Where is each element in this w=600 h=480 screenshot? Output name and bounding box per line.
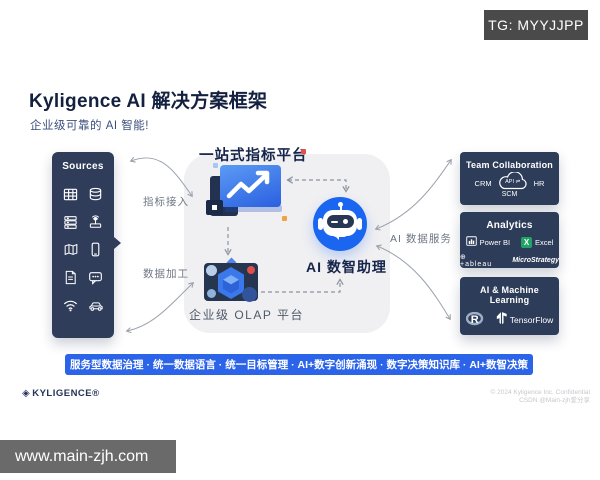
page-title: Kyligence AI 解决方案框架 [29,91,268,112]
team-collaboration-title: Team Collaboration [466,160,553,170]
tableau-logo: ⊕ +ableau [460,254,493,268]
kyligence-logo: ◈ KYLIGENCE® [22,388,100,399]
value-banner: 服务型数据治理 · 统一数据语言 · 统一目标管理 · AI+数字创新涌现 · … [65,354,533,375]
ai-assistant-robot-icon [313,197,367,251]
powerbi-label: Power BI [479,238,511,247]
excel-icon-letter: X [523,238,530,247]
ai-assistant-label: AI 数智助理 [306,259,387,275]
olap-platform-label: 企业级 OLAP 平台 [189,308,304,322]
line-chart-icon [220,165,281,207]
robot-antenna [338,202,343,207]
scm-label: SCM [501,191,518,198]
copyright-text: © 2024 Kyligence Inc. Confidential [490,389,590,396]
metrics-platform-label: 一站式指标平台 [199,148,308,164]
arrow-sources-to-metrics [129,156,193,198]
value-banner-text: 服务型数据治理 · 统一数据语言 · 统一目标管理 · AI+数字创新涌现 · … [70,359,528,371]
sources-icon-grid [52,174,114,326]
excel-label: Excel [535,238,554,247]
document-icon [63,270,78,285]
car-icon [88,298,104,313]
olap-dot-lightblue [206,265,217,276]
deco-square-blue [213,163,218,168]
kyligence-wordmark: KYLIGENCE® [32,388,100,399]
robot-antenna-stem [339,206,342,210]
smartphone-icon [88,242,103,257]
tg-watermark-text: TG: MYYJJPP [488,17,584,33]
panel-ai-machine-learning: AI & Machine Learning R TensorFlow [460,277,559,335]
analytics-title: Analytics [486,220,533,231]
metrics-chart-icon [206,161,286,221]
chart-corner-icon [206,200,223,215]
panel-team-collaboration: Team Collaboration CRM API ⇌ HR SCM [460,152,559,205]
powerbi-icon [465,236,477,249]
database-icon [88,187,103,202]
server-icon [63,215,78,230]
legal-block: © 2024 Kyligence Inc. Confidential CSDN … [428,389,590,405]
api-cloud-icon: API ⇌ [495,171,531,194]
chat-icon [88,270,103,286]
wifi-icon [63,298,78,313]
csdn-watermark: CSDN @Main-zjh爱分享 [519,397,590,404]
api-label: API ⇌ [505,179,521,185]
r-logo: R [465,311,484,327]
map-icon [63,242,79,257]
olap-dot-darkblue [242,287,257,302]
url-watermark-text: www.main-zjh.com [15,448,149,465]
deco-square-orange [282,216,287,221]
hr-label: HR [533,178,545,188]
olap-platform-icon [204,257,258,302]
robot-head [323,210,357,240]
excel-icon: X [521,237,533,248]
olap-dot-red [247,266,255,274]
sources-panel: Sources [52,152,121,338]
panel-analytics: Analytics Power BI X Excel ⊕ +ableau Mic… [460,212,559,268]
flow-label-metric-access: 指标接入 [143,196,189,208]
signal-tower-icon [88,214,103,230]
page-subtitle: 企业级可靠的 AI 智能! [30,120,149,132]
table-icon [63,187,78,202]
url-watermark-bar: www.main-zjh.com [0,440,176,473]
robot-speech-bubble [333,230,347,240]
deco-square-red [301,149,306,154]
chart-shadow [225,205,282,212]
tensorflow-icon [496,312,507,327]
robot-eye-left [331,220,338,223]
aiml-title: AI & Machine Learning [480,285,539,305]
sources-title: Sources [62,161,104,172]
sources-notch-arrow [114,237,121,249]
robot-ear-left [318,218,323,230]
tensorflow-label: TensorFlow [509,314,554,325]
robot-visor [326,215,354,228]
microstrategy-logo: MicroStrategy [512,257,559,264]
r-logo-letter: R [470,314,479,326]
robot-eye-right [343,218,348,224]
robot-ear-right [357,218,362,230]
crm-label: CRM [474,178,492,188]
olap-dot-steel [207,289,216,298]
tg-watermark-badge: TG: MYYJJPP [484,10,588,40]
flow-label-ai-data-service: AI 数据服务 [390,233,452,245]
cube-hexagon-icon [218,267,244,299]
flow-label-data-processing: 数据加工 [143,268,189,280]
kyligence-diamond-icon: ◈ [22,388,31,399]
